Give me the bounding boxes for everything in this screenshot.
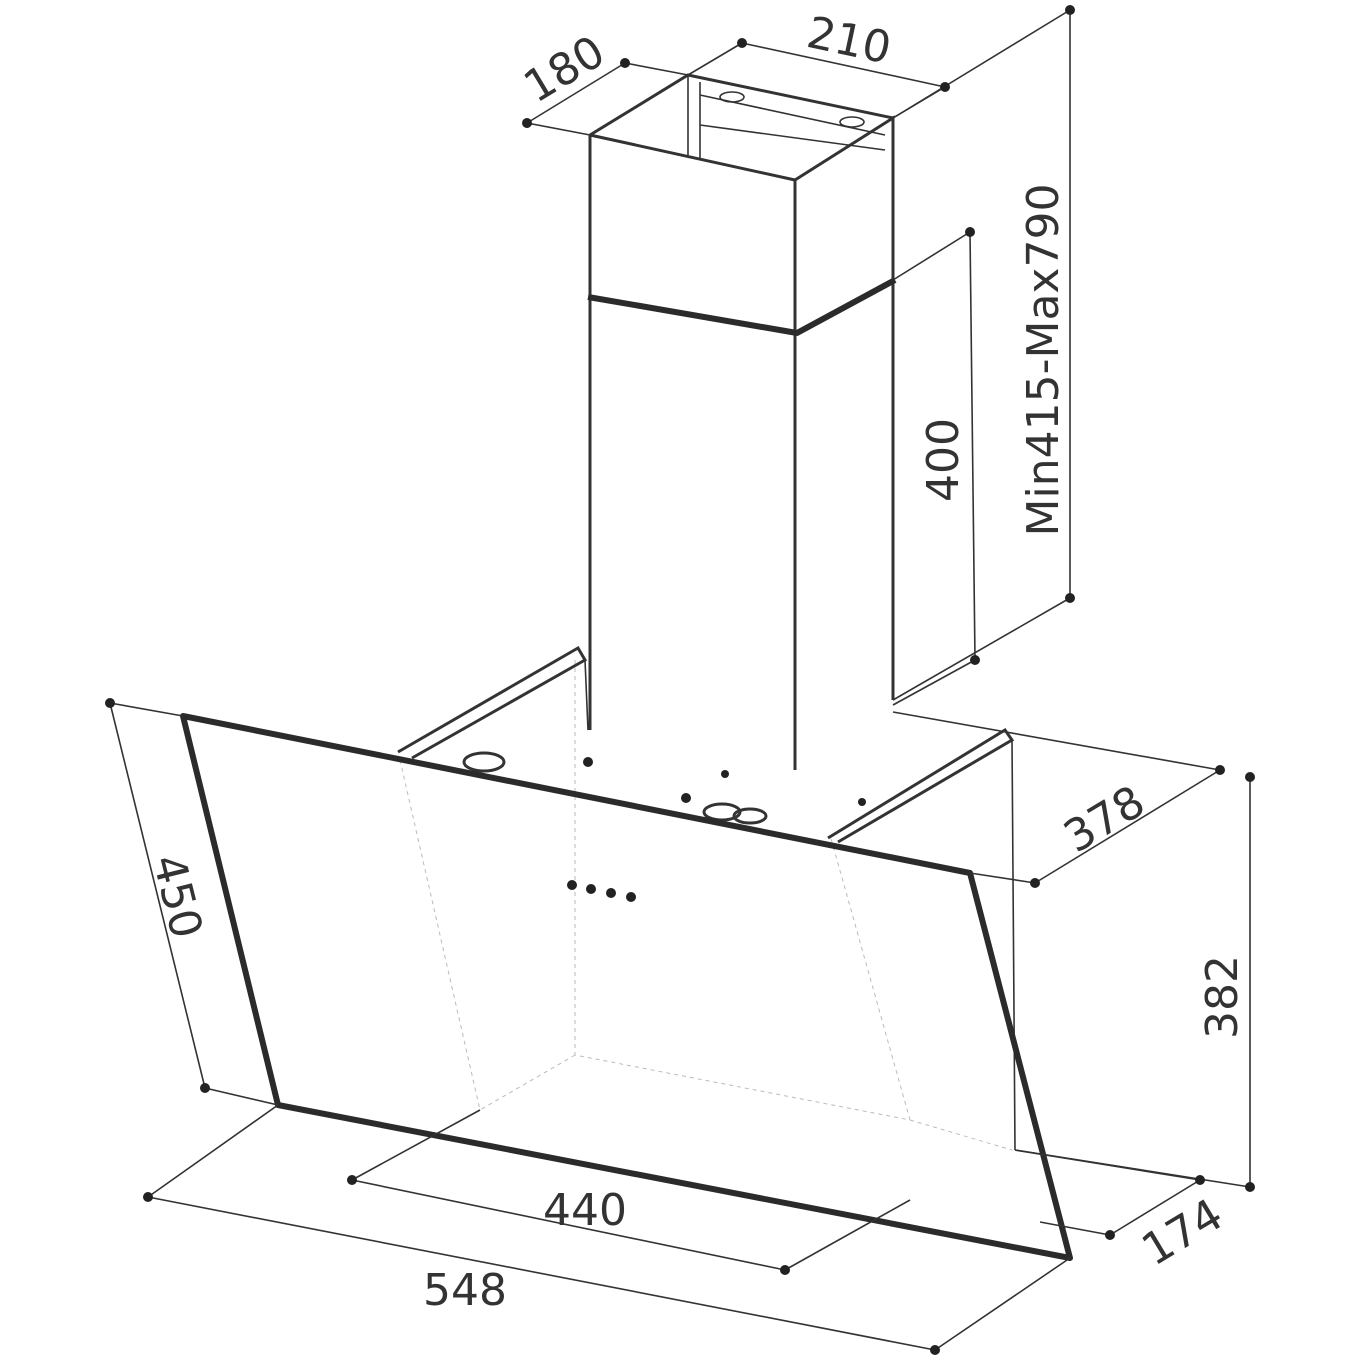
chimney	[587, 73, 897, 770]
glass-panel	[180, 713, 1073, 1261]
label-upper-chimney-height: 400	[918, 418, 969, 502]
canopy-body	[397, 645, 1016, 1151]
label-base-width: 440	[543, 1185, 627, 1236]
dimension-lines	[105, 5, 1255, 1355]
label-chimney-height-range: Min415-Max790	[1018, 184, 1069, 537]
canopy-fixings	[462, 751, 866, 902]
label-hood-depth: 378	[1055, 776, 1153, 863]
dimension-labels: 210 180 Min415-Max790 400 378 382 174 45…	[142, 7, 1248, 1316]
hidden-lines	[399, 660, 1013, 1151]
label-hood-height: 382	[1197, 955, 1248, 1039]
label-glass-width: 548	[423, 1265, 507, 1316]
label-glass-bottom-depth: 174	[1133, 1189, 1231, 1276]
label-chimney-width: 210	[803, 7, 896, 74]
label-glass-height: 450	[142, 850, 212, 944]
